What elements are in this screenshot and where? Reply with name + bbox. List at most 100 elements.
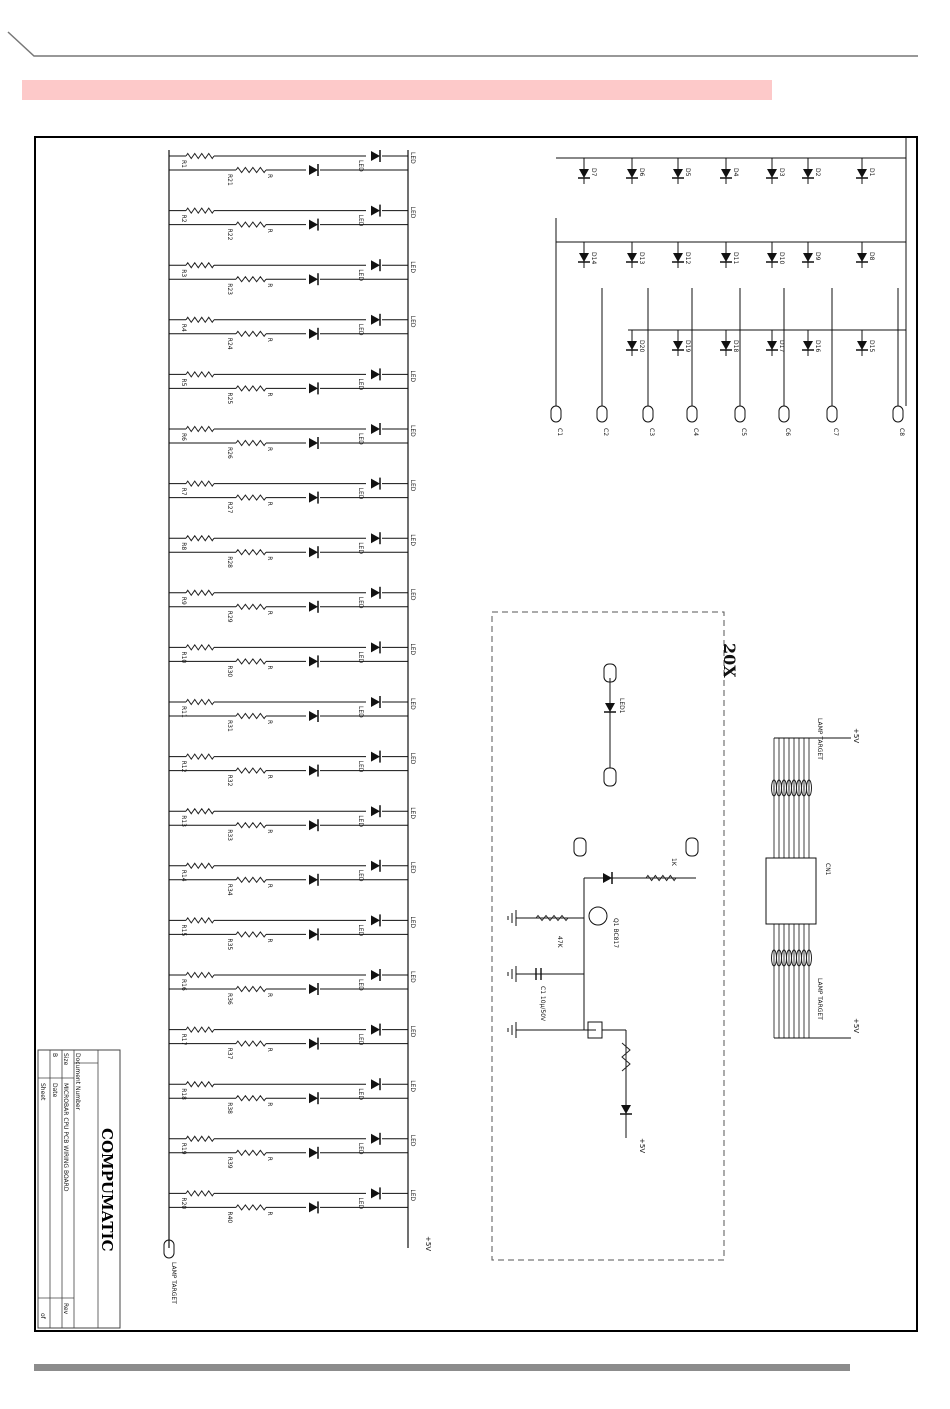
matrix-led-ref: D12 bbox=[684, 252, 691, 264]
matrix-led bbox=[856, 253, 868, 263]
matrix-terminal-label: C7 bbox=[832, 428, 839, 436]
size-value: B bbox=[51, 1053, 58, 1057]
block-label: 20X bbox=[720, 643, 739, 678]
resistor bbox=[235, 330, 267, 338]
matrix-led bbox=[626, 253, 638, 263]
resistor bbox=[235, 876, 267, 884]
ground-symbol bbox=[507, 1022, 517, 1038]
resistor bbox=[535, 914, 569, 922]
lamp-target-label: LAMP TARGET bbox=[816, 978, 823, 1020]
led-label: LED bbox=[409, 971, 416, 983]
led-diode bbox=[371, 750, 381, 763]
led-diode bbox=[309, 437, 319, 449]
matrix-led bbox=[578, 169, 590, 179]
led-diode bbox=[309, 928, 319, 941]
led-label: LED bbox=[357, 215, 364, 227]
matrix-terminal bbox=[826, 405, 838, 423]
matrix-terminal bbox=[596, 405, 608, 423]
document-number-label: Document Number bbox=[74, 1053, 81, 1111]
matrix-led bbox=[626, 169, 638, 179]
resistor bbox=[185, 316, 215, 324]
matrix-led bbox=[626, 341, 638, 351]
pull-resistor bbox=[806, 779, 812, 797]
matrix-terminal-label: C5 bbox=[740, 428, 747, 436]
matrix-led-ref: D3 bbox=[778, 168, 785, 177]
led-diode bbox=[371, 532, 381, 545]
resistor-ref: R8 bbox=[180, 542, 187, 550]
led-label: LED bbox=[357, 324, 364, 336]
led-label: LED bbox=[409, 1189, 416, 1201]
led-label: LED bbox=[409, 207, 416, 219]
matrix-led-ref: D9 bbox=[814, 252, 821, 261]
led-diode bbox=[309, 1146, 319, 1159]
resistor-ref: R26 bbox=[226, 447, 233, 459]
led-label: LED bbox=[409, 643, 416, 655]
resistor-label: R bbox=[266, 502, 273, 506]
resistor-ref: R9 bbox=[180, 597, 187, 605]
resistor-ref: R22 bbox=[226, 229, 233, 241]
led-label: LED bbox=[409, 916, 416, 928]
led-diode bbox=[309, 491, 319, 504]
matrix-led-ref: D14 bbox=[590, 252, 597, 264]
resistor bbox=[235, 1040, 267, 1047]
matrix-led-ref: D11 bbox=[732, 252, 739, 264]
led-label: LED bbox=[357, 597, 364, 609]
led-label: LED bbox=[409, 316, 416, 328]
resistor-ref: R35 bbox=[226, 938, 233, 950]
resistor bbox=[185, 207, 215, 214]
led-diode bbox=[309, 983, 319, 995]
resistor-label: R bbox=[266, 938, 273, 942]
supply-label: +5V bbox=[424, 1236, 432, 1251]
resistor bbox=[235, 166, 267, 174]
resistor bbox=[235, 385, 267, 392]
matrix-terminal bbox=[734, 405, 746, 423]
resistor-ref: R34 bbox=[226, 884, 233, 896]
led-diode bbox=[309, 273, 319, 286]
resistor-label: R bbox=[266, 1157, 273, 1161]
led-label: LED bbox=[357, 761, 364, 773]
resistor bbox=[185, 807, 215, 815]
resistor-ref: R15 bbox=[180, 924, 187, 936]
subcircuit-boundary bbox=[491, 611, 725, 1261]
matrix-led-ref: D13 bbox=[638, 252, 645, 264]
rev-label: Rev bbox=[62, 1303, 69, 1315]
matrix-led-ref: D8 bbox=[868, 252, 875, 261]
resistor-ref: R25 bbox=[226, 392, 233, 404]
resistor bbox=[185, 971, 215, 979]
sheet-label: Sheet bbox=[39, 1083, 46, 1101]
resistor-ref: R30 bbox=[226, 665, 233, 677]
resistor-ref: R2 bbox=[180, 215, 187, 223]
resistor-ref: R11 bbox=[180, 706, 187, 718]
resistor-ref: R36 bbox=[226, 993, 233, 1005]
resistor bbox=[235, 658, 267, 665]
size-label: Size bbox=[62, 1053, 69, 1066]
resistor-label: R bbox=[266, 665, 273, 669]
transistor bbox=[588, 906, 608, 926]
resistor bbox=[185, 371, 215, 378]
led-diode bbox=[371, 1078, 381, 1091]
resistor-ref: R18 bbox=[180, 1088, 187, 1100]
led-label: LED bbox=[409, 370, 416, 382]
resistor bbox=[235, 494, 267, 501]
led-diode bbox=[309, 819, 319, 832]
resistor-ref: R29 bbox=[226, 611, 233, 623]
matrix-led-ref: D16 bbox=[814, 340, 821, 352]
led-label: LED bbox=[409, 1026, 416, 1038]
led-label: LED bbox=[357, 706, 364, 718]
matrix-led bbox=[802, 169, 814, 179]
resistor-ref: R23 bbox=[226, 283, 233, 295]
led-diode bbox=[309, 710, 319, 722]
